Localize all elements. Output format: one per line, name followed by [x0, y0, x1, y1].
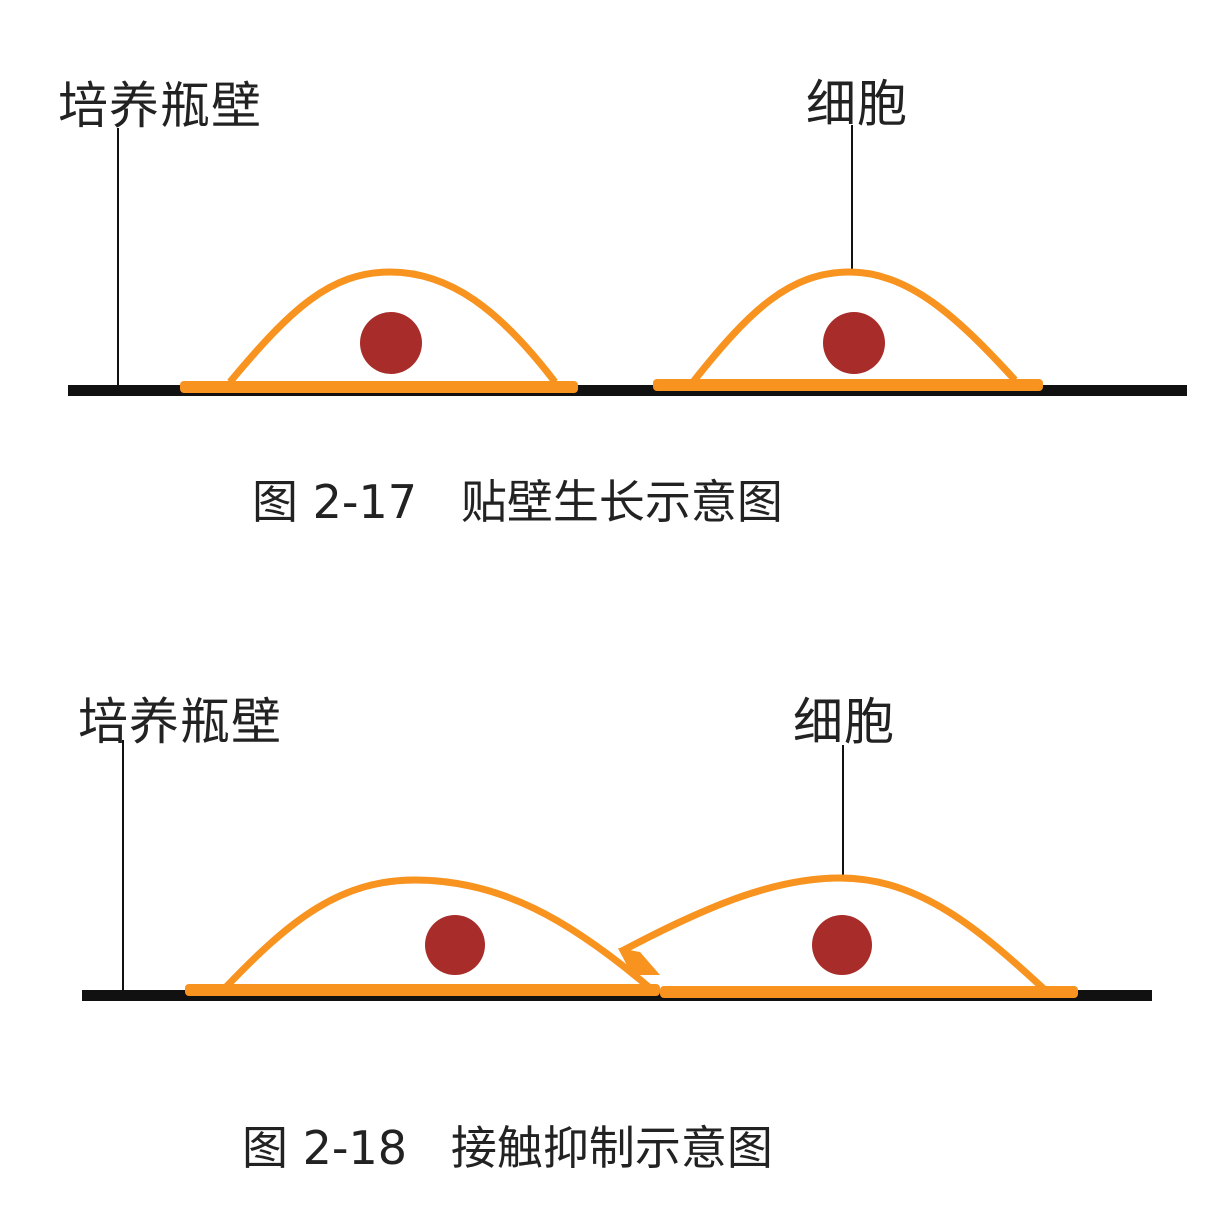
figure-adherent-growth [68, 125, 1187, 396]
wall-label: 培养瓶壁 [58, 77, 262, 135]
culture-flask-wall [68, 385, 1187, 396]
cell-label: 细胞 [806, 75, 908, 133]
wall-label: 培养瓶壁 [78, 693, 282, 751]
figure-caption: 图 2-17 贴壁生长示意图 [252, 475, 783, 529]
cell [653, 268, 1043, 391]
cell [180, 268, 578, 393]
nucleus [823, 312, 885, 374]
cell [618, 874, 1078, 998]
nucleus [360, 312, 422, 374]
cell-label: 细胞 [793, 693, 895, 751]
nucleus [812, 915, 872, 975]
nucleus [425, 915, 485, 975]
figure-caption: 图 2-18 接触抑制示意图 [242, 1121, 773, 1175]
figure-contact-inhibition [82, 740, 1152, 1001]
cell [185, 876, 660, 996]
